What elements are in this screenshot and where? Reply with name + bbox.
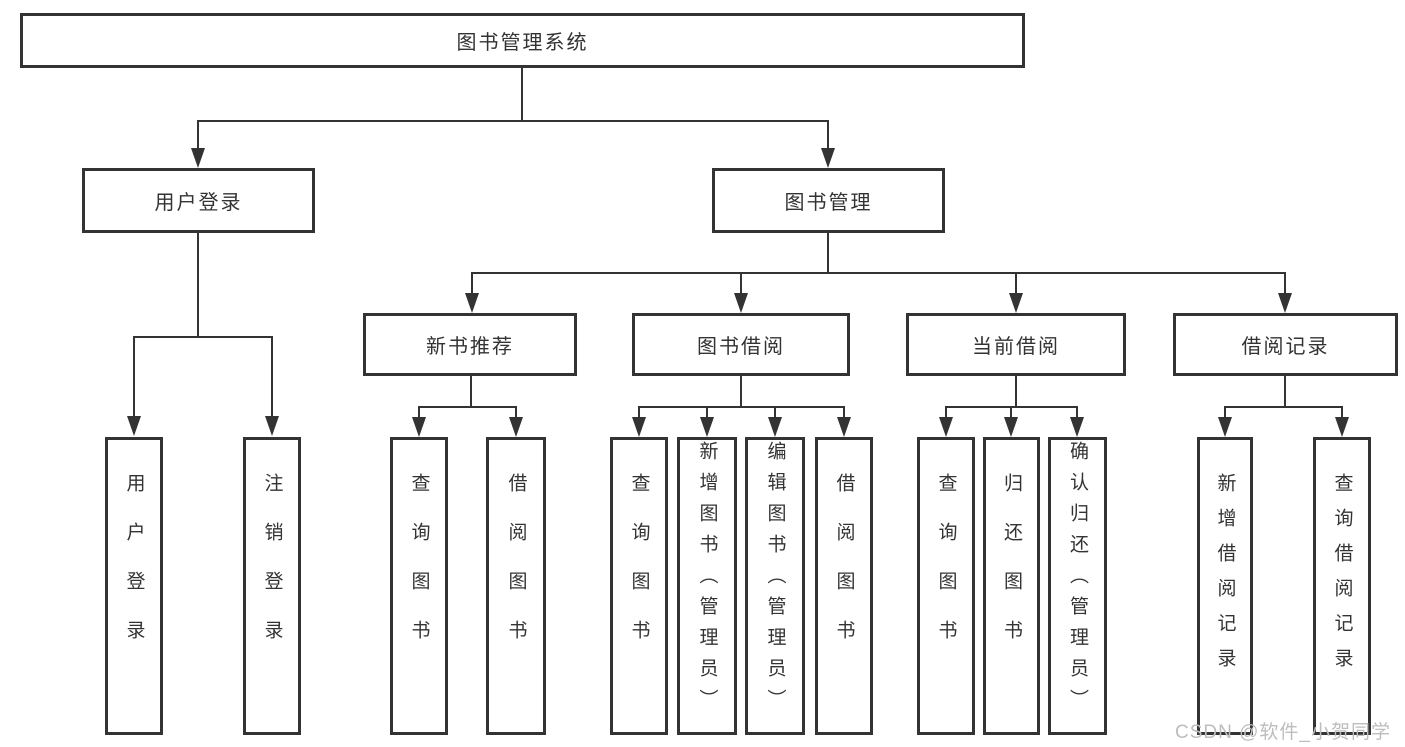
node-leaf-confirm-return-admin: 确认归还（管理员）: [1048, 437, 1107, 735]
v-line: [1076, 406, 1078, 417]
v-line: [1015, 272, 1017, 293]
node-leaf-add-books-admin: 新增图书（管理员）: [677, 437, 737, 735]
node-label: 当前借阅: [972, 336, 1060, 358]
v-line: [740, 272, 742, 293]
arrowhead-down-icon: [734, 293, 748, 313]
v-line: [418, 406, 420, 417]
v-line: [1010, 406, 1012, 417]
node-label: 图书借阅: [697, 336, 785, 358]
v-line: [774, 406, 776, 417]
node-leaf-query-books-current: 查询图书: [917, 437, 975, 735]
node-leaf-borrow-books-recommend: 借阅图书: [486, 437, 546, 735]
arrowhead-down-icon: [127, 416, 141, 436]
node-label: 查询图书: [628, 473, 650, 669]
node-label: 查询图书: [935, 473, 957, 669]
node-label: 借阅图书: [833, 473, 855, 669]
v-line: [471, 272, 473, 293]
arrowhead-down-icon: [1004, 417, 1018, 437]
v-line: [638, 406, 640, 417]
node-label: 借阅图书: [505, 473, 527, 669]
node-leaf-return-books: 归还图书: [983, 437, 1040, 735]
node-label: 用户登录: [154, 192, 243, 214]
h-line: [197, 120, 829, 122]
v-line: [521, 68, 523, 120]
v-line: [827, 233, 829, 272]
arrowhead-down-icon: [509, 417, 523, 437]
arrowhead-down-icon: [1335, 417, 1349, 437]
arrowhead-down-icon: [1278, 293, 1292, 313]
v-line: [133, 336, 135, 416]
node-leaf-logout: 注销登录: [243, 437, 301, 735]
node-new-book-recommendation: 新书推荐: [363, 313, 577, 376]
node-label: 图书管理: [784, 192, 873, 214]
node-label: 确认归还（管理员）: [1067, 440, 1088, 720]
h-line: [471, 272, 1285, 274]
v-line: [1015, 376, 1017, 406]
node-book-management-branch: 图书管理: [712, 168, 945, 233]
arrowhead-down-icon: [821, 148, 835, 168]
node-leaf-query-books-borrowing: 查询图书: [610, 437, 668, 735]
arrowhead-down-icon: [939, 417, 953, 437]
node-label: 新增借阅记录: [1214, 473, 1236, 683]
node-leaf-query-borrow-record: 查询借阅记录: [1313, 437, 1371, 735]
arrowhead-down-icon: [412, 417, 426, 437]
arrowhead-down-icon: [1009, 293, 1023, 313]
node-borrowing-records: 借阅记录: [1173, 313, 1398, 376]
arrowhead-down-icon: [1070, 417, 1084, 437]
node-label: 查询借阅记录: [1331, 473, 1353, 683]
node-user-login-branch: 用户登录: [82, 168, 315, 233]
arrowhead-down-icon: [768, 417, 782, 437]
node-label: 编辑图书（管理员）: [764, 440, 786, 720]
v-line: [1341, 406, 1343, 417]
v-line: [1284, 272, 1286, 293]
v-line: [515, 406, 517, 417]
v-line: [706, 406, 708, 417]
h-line: [418, 406, 517, 408]
node-leaf-query-books-recommend: 查询图书: [390, 437, 448, 735]
v-line: [197, 233, 199, 336]
node-label: 注销登录: [261, 473, 283, 669]
node-root-library-system: 图书管理系统: [20, 13, 1025, 68]
node-label: 查询图书: [408, 473, 430, 669]
node-label: 新增图书（管理员）: [696, 440, 718, 720]
node-current-borrowing: 当前借阅: [906, 313, 1126, 376]
node-label: 借阅记录: [1241, 336, 1330, 358]
arrowhead-down-icon: [837, 417, 851, 437]
v-line: [271, 336, 273, 416]
node-book-borrowing: 图书借阅: [632, 313, 850, 376]
v-line: [197, 120, 199, 148]
node-leaf-edit-books-admin: 编辑图书（管理员）: [745, 437, 805, 735]
v-line: [470, 376, 472, 406]
arrowhead-down-icon: [191, 148, 205, 168]
arrowhead-down-icon: [700, 417, 714, 437]
v-line: [843, 406, 845, 417]
h-line: [133, 336, 273, 338]
node-leaf-add-borrow-record: 新增借阅记录: [1197, 437, 1253, 735]
node-label: 归还图书: [1001, 473, 1022, 669]
node-leaf-borrow-books-borrowing: 借阅图书: [815, 437, 873, 735]
node-leaf-user-login: 用户登录: [105, 437, 163, 735]
arrowhead-down-icon: [465, 293, 479, 313]
v-line: [827, 120, 829, 148]
watermark-csdn: CSDN @软件_小贺同学: [1175, 722, 1391, 743]
h-line: [1224, 406, 1343, 408]
v-line: [945, 406, 947, 417]
v-line: [1224, 406, 1226, 417]
h-line: [638, 406, 845, 408]
node-label: 图书管理系统: [456, 32, 589, 54]
arrowhead-down-icon: [265, 416, 279, 436]
v-line: [740, 376, 742, 406]
node-label: 用户登录: [123, 473, 145, 669]
v-line: [1284, 376, 1286, 406]
node-label: 新书推荐: [426, 336, 514, 358]
arrowhead-down-icon: [1218, 417, 1232, 437]
arrowhead-down-icon: [632, 417, 646, 437]
